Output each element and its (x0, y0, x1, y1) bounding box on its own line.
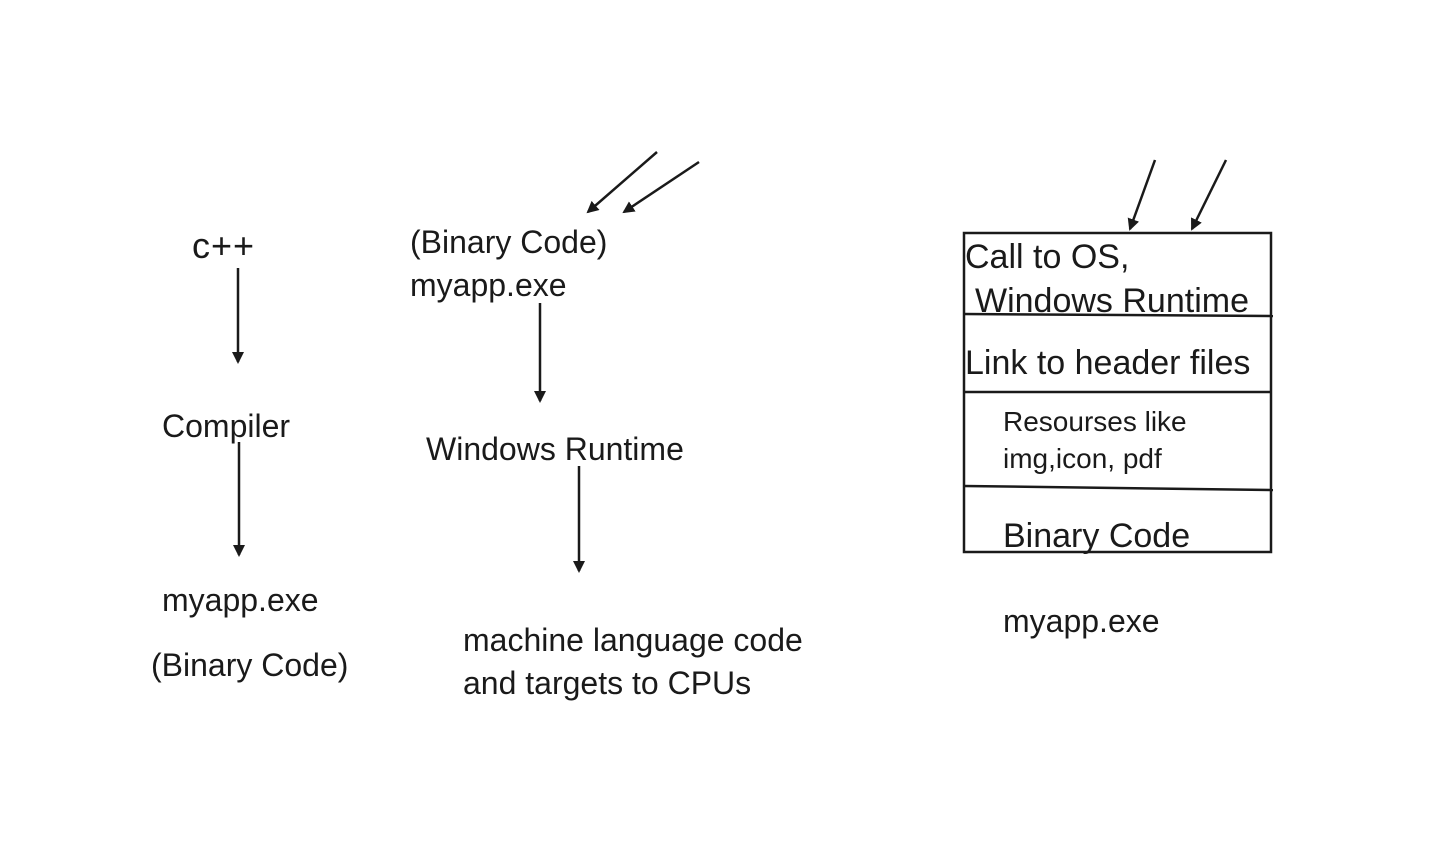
arrow-incoming-3 (1127, 159, 1157, 231)
exe-divider-1 (962, 312, 1274, 318)
exe-section-os-line2: Windows Runtime (975, 282, 1249, 320)
cpp-source-label: c++ (192, 225, 256, 266)
arrow-incoming-1 (586, 151, 658, 214)
middle-exe-name-label: myapp.exe (410, 267, 567, 303)
exe-section-os-line1: Call to OS, (965, 238, 1130, 276)
left-binary-code-label: (Binary Code) (151, 647, 349, 683)
exe-section-headers: Link to header files (965, 344, 1251, 382)
arrow-incoming-2 (622, 160, 700, 214)
exe-section-binary-code: Binary Code (1003, 517, 1191, 555)
arrow-incoming-4 (1190, 159, 1228, 231)
machine-code-label-line2: and targets to CPUs (463, 665, 752, 701)
windows-runtime-label: Windows Runtime (426, 431, 684, 467)
exe-section-resources-line1: Resourses like (1003, 406, 1187, 437)
exe-divider-3 (963, 484, 1274, 492)
exe-section-resources-line2: img,icon, pdf (1003, 443, 1162, 474)
machine-code-label-line1: machine language code (463, 622, 803, 658)
compiler-label: Compiler (162, 408, 291, 444)
left-exe-name-label: myapp.exe (162, 582, 319, 618)
exe-structure-caption: myapp.exe (1003, 603, 1160, 639)
middle-binary-code-label: (Binary Code) (410, 224, 608, 260)
